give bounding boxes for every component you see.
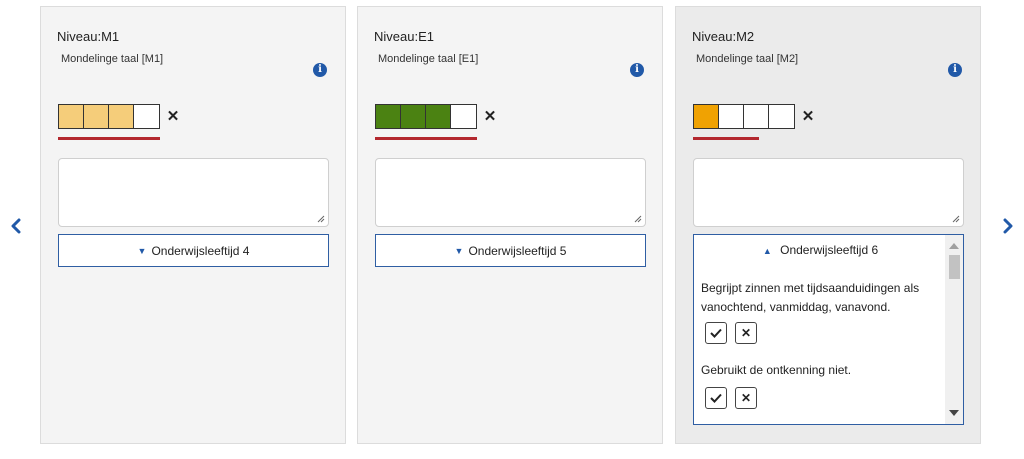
rating-box[interactable] [401,105,426,128]
progress-underline [693,137,759,140]
clear-rating-icon[interactable]: ✕ [483,108,497,125]
rating-scale [375,104,477,129]
resize-grip-icon [952,215,960,223]
scrollbar[interactable] [945,235,963,424]
rating-box[interactable] [719,105,744,128]
rating-box[interactable] [134,105,159,128]
chevron-down-icon: ▼ [454,245,464,256]
level-subtitle: Mondelinge taal [E1] [378,53,479,65]
progress-underline [375,137,477,140]
checkmark-icon [710,393,722,403]
rating-box[interactable] [376,105,401,128]
goal-reject-button[interactable]: ✕ [735,322,757,344]
info-icon[interactable]: i [948,63,962,77]
note-textarea[interactable] [693,158,964,227]
note-textarea[interactable] [375,158,646,227]
level-title: Niveau:M2 [692,29,755,44]
scroll-up-arrow-icon[interactable] [949,243,959,249]
level-card-e1: Niveau:E1 Mondelinge taal [E1] i ✕ ▼ Ond… [357,6,663,444]
rating-box[interactable] [451,105,476,128]
level-card-m2: Niveau:M2 Mondelinge taal [M2] i ✕ ▲ Ond… [675,6,981,444]
clear-rating-icon[interactable]: ✕ [166,108,180,125]
rating-scale [58,104,160,129]
clear-rating-icon[interactable]: ✕ [801,108,815,125]
age-toggle-label: Onderwijsleeftijd 6 [780,243,879,257]
goal-reject-button[interactable]: ✕ [735,387,757,409]
goal-check-button[interactable] [705,387,727,409]
age-toggle-button[interactable]: ▼ Onderwijsleeftijd 4 [58,234,329,267]
rating-box[interactable] [744,105,769,128]
age-toggle-button[interactable]: ▼ Onderwijsleeftijd 5 [375,234,646,267]
level-subtitle: Mondelinge taal [M1] [61,53,164,65]
checkmark-icon [710,328,722,338]
chevron-up-icon: ▲ [762,246,772,256]
rating-scale [693,104,795,129]
level-subtitle: Mondelinge taal [M2] [696,53,799,65]
level-card-m1: Niveau:M1 Mondelinge taal [M1] i ✕ ▼ Ond… [40,6,346,444]
goal-text: Gebruikt de ontkenning niet. [701,363,852,377]
note-textarea[interactable] [58,158,329,227]
rating-box[interactable] [426,105,451,128]
age-toggle-label: Onderwijsleeftijd 5 [468,243,567,258]
info-icon[interactable]: i [630,63,644,77]
close-icon: ✕ [740,326,752,340]
rating-box[interactable] [59,105,84,128]
scroll-thumb[interactable] [949,255,960,279]
resize-grip-icon [634,215,642,223]
chevron-down-icon: ▼ [137,245,147,256]
next-arrow[interactable] [998,214,1018,238]
resize-grip-icon [317,215,325,223]
rating-box[interactable] [694,105,719,128]
chevron-right-icon [1003,218,1013,234]
progress-underline [58,137,160,140]
rating-box[interactable] [109,105,134,128]
age-expanded-panel: ▲ Onderwijsleeftijd 6 Begrijpt zinnen me… [693,234,964,425]
info-icon[interactable]: i [313,63,327,77]
age-toggle-label: Onderwijsleeftijd 4 [151,243,250,258]
level-title: Niveau:M1 [57,29,120,44]
rating-box[interactable] [84,105,109,128]
close-icon: ✕ [740,391,752,405]
goal-text: Begrijpt zinnen met tijdsaanduidingen al… [701,281,920,314]
previous-arrow[interactable] [6,214,26,238]
level-title: Niveau:E1 [374,29,434,44]
age-toggle-button[interactable]: ▲ Onderwijsleeftijd 6 [694,243,947,257]
scroll-down-arrow-icon[interactable] [949,410,959,416]
goal-check-button[interactable] [705,322,727,344]
rating-box[interactable] [769,105,794,128]
chevron-left-icon [11,218,21,234]
